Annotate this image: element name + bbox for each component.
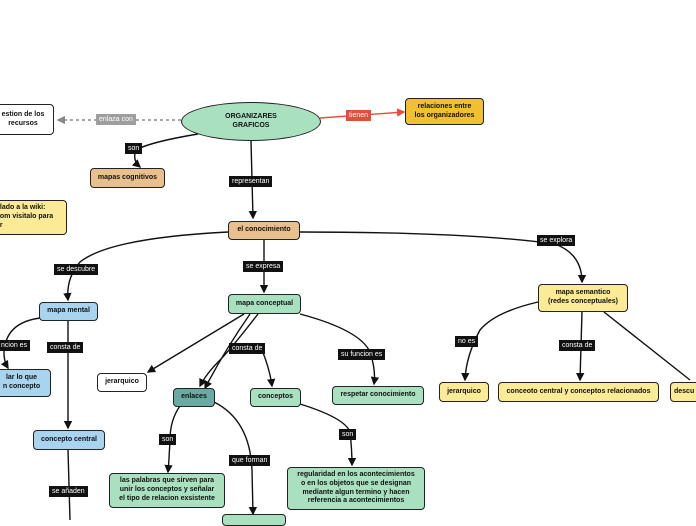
label-representan: representan [229, 176, 273, 187]
node-mapas-cognitivos[interactable]: mapas cognitivos [90, 168, 165, 188]
node-gestion-recursos[interactable]: estion de los recursos [0, 104, 54, 135]
node-el-conocimiento[interactable]: el conocimiento [228, 221, 300, 240]
node-jerarquico-semantico[interactable]: jerarquico [439, 382, 489, 402]
node-concepto-central[interactable]: concepto central [33, 430, 105, 450]
node-descu[interactable]: descu [670, 382, 696, 402]
label-se-descubre: se descubre [54, 264, 99, 275]
node-jerarquico-conceptual[interactable]: jerarquico [97, 373, 147, 392]
edge-mapa-conceptual-enlaces-2 [204, 313, 251, 390]
label-consta-de-3: consta de [559, 340, 596, 351]
label-se-explora: se explora [537, 235, 576, 246]
label-son-1: son [125, 143, 143, 154]
edge-semantico-descu [603, 311, 691, 381]
label-se-anaden: se añaden [49, 486, 88, 497]
label-su-funcion-es: su funcion es [338, 349, 386, 360]
edge-conocimiento-mapa-mental [63, 231, 229, 302]
label-no-es: no es [455, 336, 479, 347]
edge-enlaces-que-forman [213, 401, 258, 516]
label-se-expresa: se expresa [243, 261, 284, 272]
label-consta-de-2: consta de [229, 343, 266, 354]
label-son-3: son [339, 429, 357, 440]
node-ilustrar-concepto[interactable]: lar lo que n concepto [0, 369, 51, 397]
edge-mapa-conceptual-conceptos [261, 349, 276, 388]
node-conceoto-central[interactable]: conceoto central y conceptos relacionado… [498, 382, 659, 402]
node-root-organizadores[interactable]: ORGANIZARES GRAFICOS [181, 102, 321, 141]
edge-semantico-jerarquico [461, 301, 539, 382]
node-mapa-conceptual[interactable]: mapa conceptual [228, 294, 301, 314]
label-consta-de-1: consta de [47, 342, 84, 353]
node-respetar-conocimiento[interactable]: respetar conocimiento [332, 386, 424, 405]
node-mapa-mental[interactable]: mapa mental [39, 302, 98, 321]
edge-root-mapas-cognitivos [131, 133, 199, 168]
label-enlaza-con: enlaza con [96, 114, 136, 125]
edge-concepto-central-down [67, 449, 71, 520]
edge-mapa-conceptual-jerarquico [146, 313, 245, 373]
label-son-2: son [159, 434, 177, 445]
node-relaciones[interactable]: relaciones entre los organizadores [405, 98, 484, 125]
node-wiki-note[interactable]: clado a la wiki: com visitalo para ar [0, 200, 67, 235]
node-palabras-enlace[interactable]: las palabras que sirven para unir los co… [109, 473, 225, 508]
edge-conocimiento-mapa-semantico [299, 231, 587, 284]
node-enlaces[interactable]: enlaces [173, 388, 215, 407]
node-regularidad[interactable]: regularidad en los acontecimientos o en … [287, 467, 425, 510]
label-funcion-es: ncion es [0, 340, 31, 351]
node-mapa-semantico[interactable]: mapa semantico (redes conceptuales) [538, 284, 628, 312]
node-conceptos[interactable]: conceptos [250, 388, 301, 407]
node-bottom-partial[interactable] [222, 514, 286, 526]
label-tienen: tienen [346, 110, 372, 121]
label-que-forman: que forman [229, 455, 271, 466]
